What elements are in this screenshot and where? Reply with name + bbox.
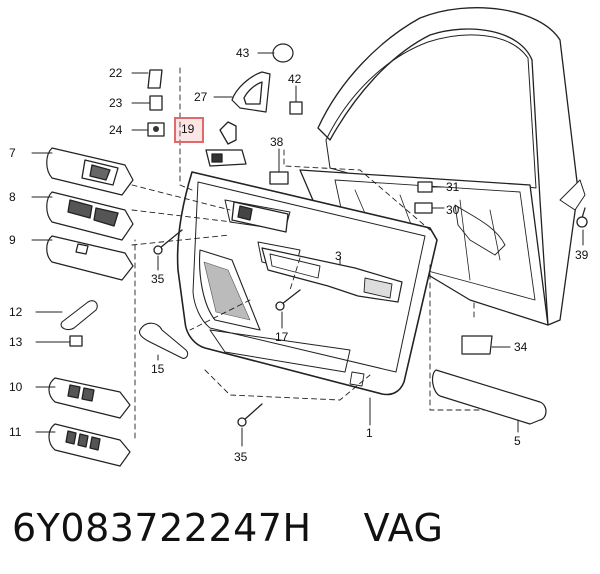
callout-34: 34 <box>514 340 528 354</box>
callout-3: 3 <box>335 249 342 263</box>
callout-10: 10 <box>9 380 23 394</box>
clip-38 <box>269 171 289 185</box>
door-trim-panel <box>176 171 438 396</box>
armrest <box>261 247 403 303</box>
callout-9: 9 <box>9 233 16 247</box>
callout-30: 30 <box>446 203 460 217</box>
inner-handle-recess <box>231 201 289 233</box>
part-34 <box>461 335 493 355</box>
callout-31: 31 <box>446 180 460 194</box>
exploded-door-diagram <box>31 7 588 467</box>
callout-35-upper: 35 <box>151 272 165 286</box>
switch-trim-11 <box>48 423 131 467</box>
clip-42 <box>289 101 303 115</box>
part-22 <box>147 69 163 89</box>
callout-5: 5 <box>514 434 521 448</box>
part-23 <box>149 95 163 111</box>
highlighted-callout-19: 19 <box>174 117 204 143</box>
callout-23: 23 <box>109 96 123 110</box>
callout-38: 38 <box>270 135 284 149</box>
part-19 <box>205 121 247 167</box>
clip-30 <box>414 202 433 214</box>
callout-12: 12 <box>9 305 23 319</box>
part-number: 6Y083722247H <box>12 506 312 550</box>
switch-trim-8 <box>46 191 134 241</box>
callout-1: 1 <box>366 426 373 440</box>
callout-7: 7 <box>9 146 16 160</box>
part-13 <box>69 335 83 347</box>
callout-39: 39 <box>575 248 589 262</box>
brand-name: VAG <box>363 506 444 550</box>
callout-15: 15 <box>151 362 165 376</box>
screws <box>153 207 588 427</box>
switch-trim-10 <box>48 377 131 419</box>
part-12 <box>60 300 98 331</box>
callout-19: 19 <box>181 122 195 136</box>
callout-27: 27 <box>194 90 208 104</box>
switch-trim-7 <box>46 147 134 196</box>
callout-17: 17 <box>275 330 289 344</box>
callout-11: 11 <box>9 425 22 439</box>
callout-42: 42 <box>288 72 302 86</box>
leader-lines <box>31 52 584 447</box>
callout-35-lower: 35 <box>234 450 248 464</box>
part-number-caption: 6Y083722247H VAG <box>12 503 592 553</box>
trim-27 <box>231 71 271 113</box>
part-24 <box>147 122 165 137</box>
callout-24: 24 <box>109 123 123 137</box>
callout-13: 13 <box>9 335 23 349</box>
handle-15 <box>138 322 189 359</box>
clip-31 <box>417 181 433 193</box>
switch-trim-9 <box>46 235 134 281</box>
callout-22: 22 <box>109 66 123 80</box>
assembly-lines <box>131 67 521 439</box>
part-5 <box>431 369 547 425</box>
cap-43 <box>272 43 294 63</box>
callout-8: 8 <box>9 190 16 204</box>
callout-43: 43 <box>236 46 250 60</box>
